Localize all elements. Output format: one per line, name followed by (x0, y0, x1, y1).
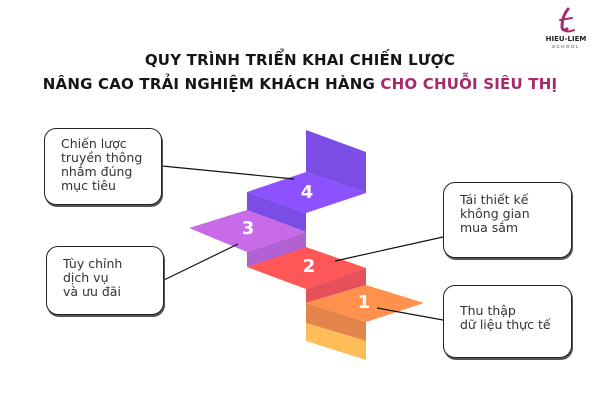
step-2-top (247, 247, 366, 289)
label-box-step-3: Tùy chỉnh dịch vụ và ưu đãi (46, 246, 164, 315)
label-box-step-1: Thu thập dữ liệu thực tế (443, 285, 572, 358)
logo-subtitle: SCHOOL (551, 44, 580, 49)
title-line-1: QUY TRÌNH TRIỂN KHAI CHIẾN LƯỢC (144, 51, 456, 69)
connector-step-3 (163, 243, 239, 281)
title-accent: CHO CHUỖI SIÊU THỊ (380, 75, 558, 93)
step-2-riser (306, 268, 366, 303)
logo: HIEU-LIEM SCHOOL (538, 6, 594, 50)
step-3-riser (247, 232, 306, 267)
title-line-2: NÂNG CAO TRẢI NGHIỆM KHÁCH HÀNG CHO CHUỖ… (0, 75, 600, 93)
step-1-number: 1 (358, 292, 371, 313)
step-4-top (247, 172, 366, 213)
step-base (306, 323, 366, 360)
label-box-step-4: Chiến lược truyền thông nhắm đúng mục ti… (44, 128, 162, 205)
step-4-riser (247, 192, 306, 232)
connector-step-4 (161, 165, 295, 180)
step-3-top (189, 210, 306, 252)
label-box-step-2: Tái thiết kế không gian mua sắm (443, 182, 572, 258)
step-4-number: 4 (301, 182, 314, 203)
connector-step-2 (334, 236, 444, 262)
hl-monogram-icon (559, 7, 575, 33)
step-3-number: 3 (242, 218, 255, 239)
title-prefix: NÂNG CAO TRẢI NGHIỆM KHÁCH HÀNG (42, 75, 381, 93)
step-1-riser (306, 303, 366, 341)
step-2-number: 2 (303, 256, 316, 277)
connector-step-1 (376, 307, 444, 321)
logo-name: HIEU-LIEM (545, 35, 587, 43)
step-1-top (306, 285, 424, 322)
